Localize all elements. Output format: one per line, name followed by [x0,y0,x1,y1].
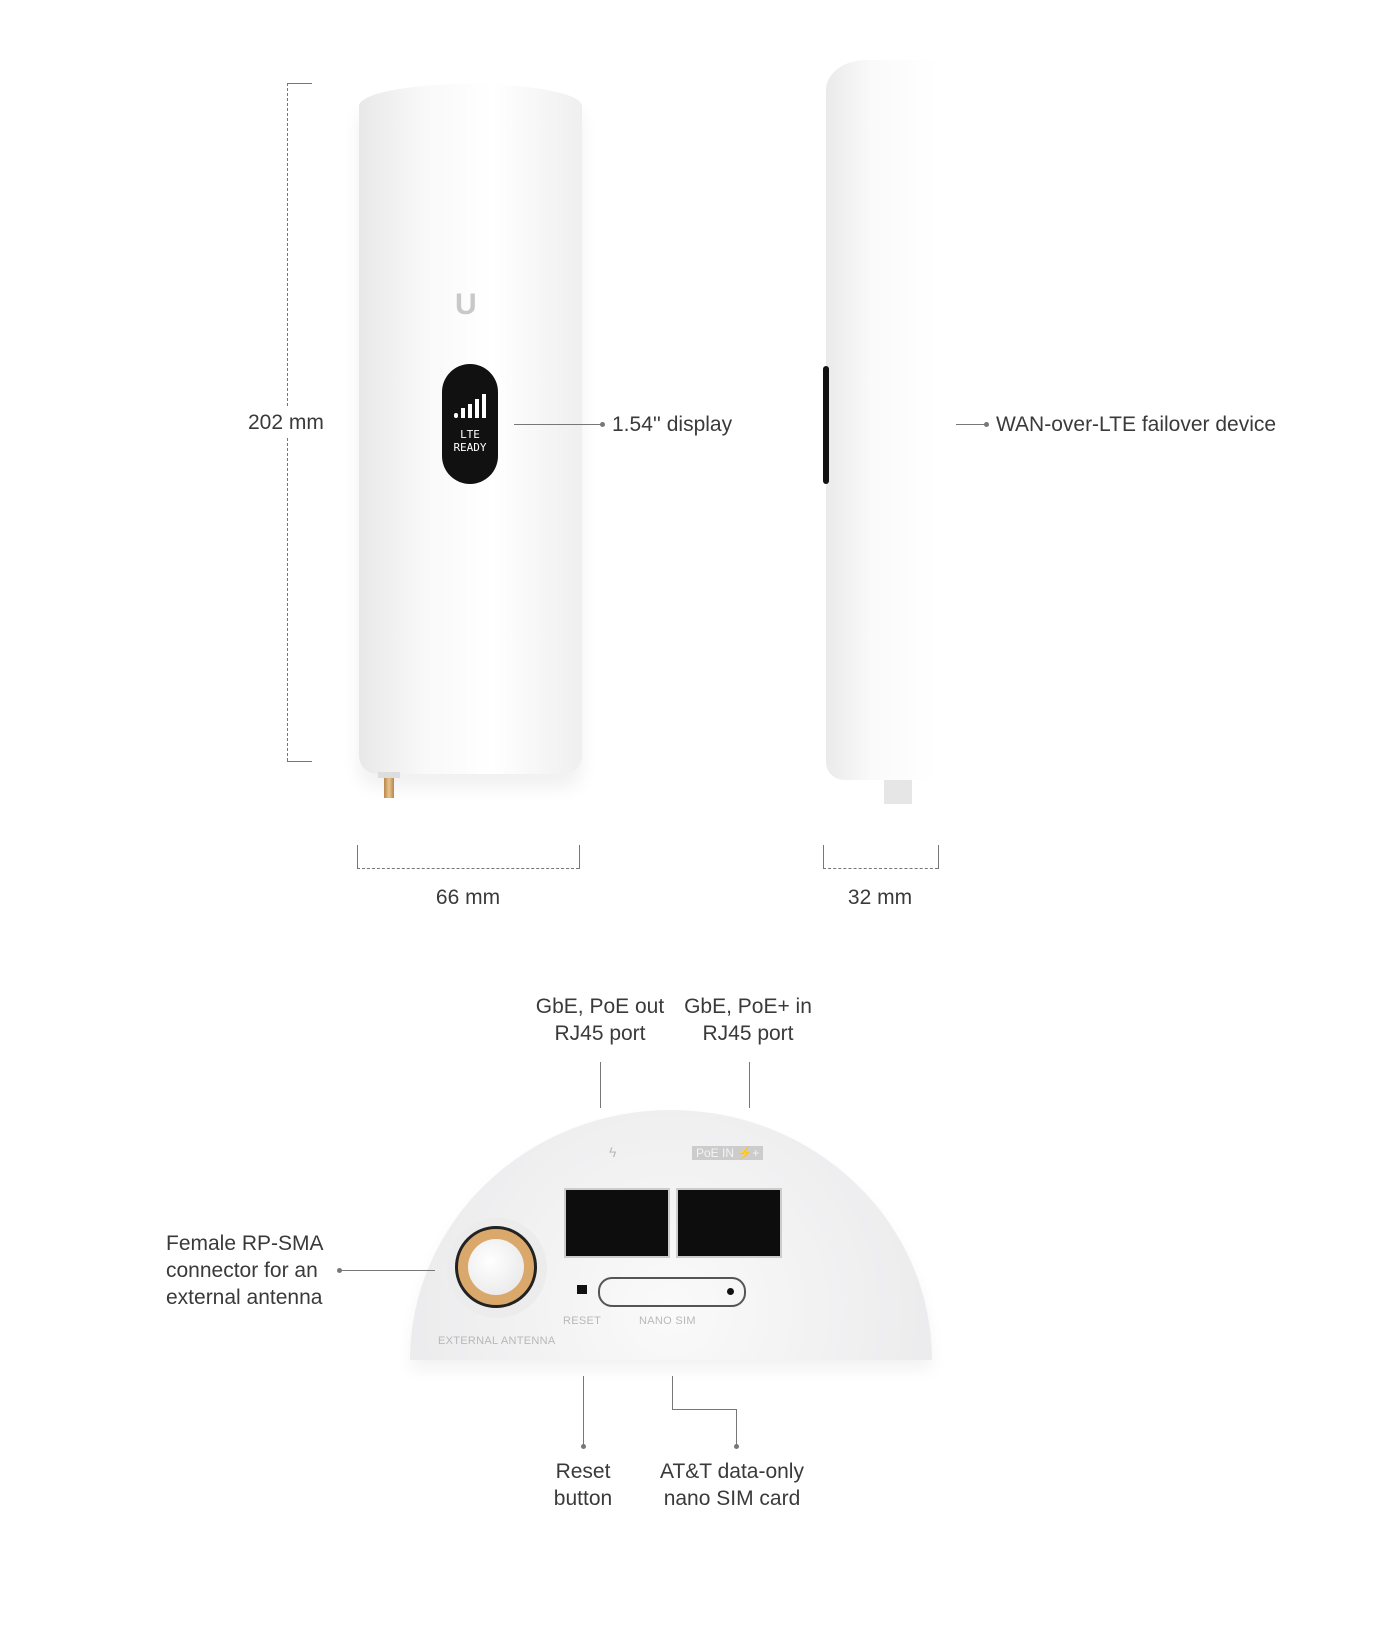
poe-out-lightning-icon: ϟ [609,1144,617,1160]
width-label: 66 mm [435,886,501,909]
callout-line [749,1062,750,1108]
callout-line2: connector for an [166,1259,318,1282]
signal-bars-icon [442,392,498,418]
reset-button [577,1285,587,1294]
display-edge [823,366,829,484]
callout-dot [600,422,605,427]
callout-line [514,424,602,425]
callout-dot [337,1268,342,1273]
width-dimension-line [357,868,579,869]
callout-line [736,1409,737,1446]
antenna-callout: Female RP-SMA connector for an external an… [166,1230,324,1311]
display-text-ready: READY [453,441,487,454]
ubiquiti-logo-icon: U [455,288,477,321]
callout-line [600,1062,601,1108]
connector-base [378,772,400,778]
callout-line1: AT&T data-only [660,1460,804,1483]
callout-dot [984,422,989,427]
callout-dot [581,1444,586,1449]
nano-sim-print: NANO SIM [639,1315,696,1327]
poe-in-callout: GbE, PoE+ in RJ45 port [678,993,818,1047]
rj45-port-poe-out [564,1188,670,1258]
rj45-port-poe-in [676,1188,782,1258]
dim-tick [287,761,312,762]
sim-eject-dot [727,1288,734,1295]
dim-tick [357,845,358,869]
dim-tick [579,845,580,869]
rp-sma-connector [455,1226,537,1308]
callout-line2: button [553,1487,613,1510]
dim-tick [938,845,939,869]
external-antenna-print: EXTERNAL ANTENNA [438,1335,556,1347]
nano-sim-slot [598,1277,746,1307]
callout-dot [734,1444,739,1449]
callout-line1: GbE, PoE out [535,995,665,1018]
callout-line1: GbE, PoE+ in [684,995,812,1018]
sma-connector [384,774,394,798]
device-side-view [826,60,939,780]
display-callout: 1.54'' display [612,413,733,436]
reset-callout: Reset button [533,1458,633,1512]
callout-line3: external antenna [166,1286,323,1309]
callout-line1: Female RP-SMA [166,1232,324,1255]
display-text-lte: LTE [460,428,480,441]
device-display: LTE READY [442,364,498,484]
depth-label: 32 mm [847,886,913,909]
callout-line1: Reset [555,1460,611,1483]
connector-cap [468,1239,524,1295]
callout-line [583,1376,584,1446]
callout-line2: nano SIM card [663,1487,801,1510]
side-connector [884,780,912,804]
dim-tick [287,83,312,84]
callout-line [956,424,986,425]
callout-line [672,1409,736,1410]
dim-tick [823,845,824,869]
height-label: 202 mm [248,407,324,438]
device-callout: WAN-over-LTE failover device [996,413,1277,436]
callout-line2: RJ45 port [702,1022,794,1045]
callout-line [340,1270,435,1271]
callout-line [672,1376,673,1409]
reset-print: RESET [563,1315,602,1327]
depth-dimension-line [823,868,938,869]
sim-callout: AT&T data-only nano SIM card [642,1458,822,1512]
poe-in-badge: PoE IN ⚡+ [692,1146,764,1160]
callout-line2: RJ45 port [554,1022,646,1045]
